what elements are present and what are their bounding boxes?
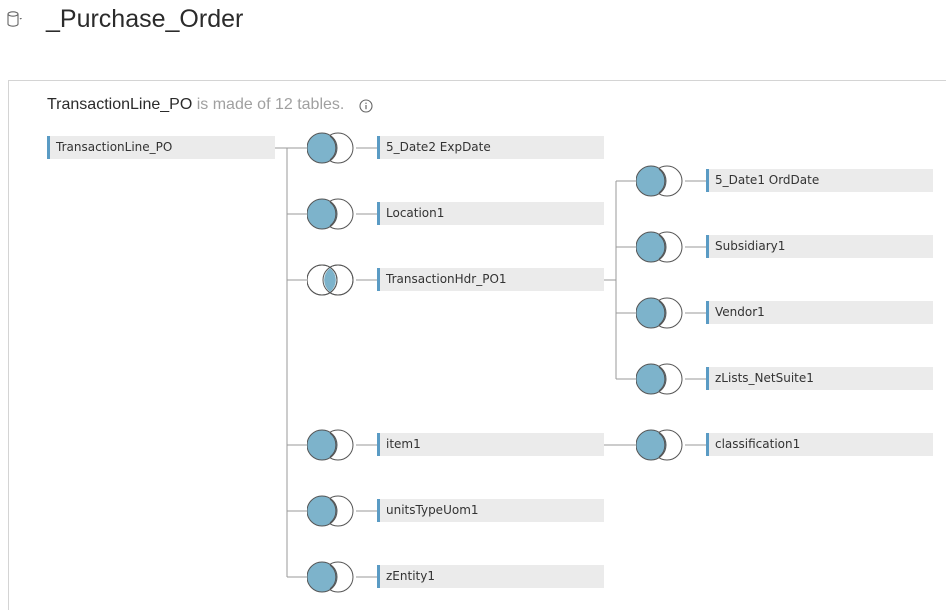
table-5-date1-orddate[interactable]: 5_Date1 OrdDate xyxy=(706,169,933,192)
summary-table-name: TransactionLine_PO xyxy=(47,96,193,113)
page-title: _Purchase_Order xyxy=(46,5,244,33)
left-join-icon[interactable] xyxy=(307,493,357,529)
left-join-icon[interactable] xyxy=(307,559,357,595)
left-join-icon[interactable] xyxy=(636,361,686,397)
left-join-icon[interactable] xyxy=(307,130,357,166)
left-join-icon[interactable] xyxy=(636,229,686,265)
table-zlists-netsuite1[interactable]: zLists_NetSuite1 xyxy=(706,367,933,390)
left-join-icon[interactable] xyxy=(636,163,686,199)
table-zentity1[interactable]: zEntity1 xyxy=(377,565,604,588)
table-item1[interactable]: item1 xyxy=(377,433,604,456)
summary-suffix: is made of 12 tables. xyxy=(192,96,345,113)
table-classification1[interactable]: classification1 xyxy=(706,433,933,456)
table-transactionline-po[interactable]: TransactionLine_PO xyxy=(47,136,275,159)
table-transactionhdr-po1[interactable]: TransactionHdr_PO1 xyxy=(377,268,604,291)
header-bar: _Purchase_Order xyxy=(0,0,946,40)
table-location1[interactable]: Location1 xyxy=(377,202,604,225)
relationship-canvas xyxy=(8,80,946,610)
left-join-icon[interactable] xyxy=(636,295,686,331)
table-5-date2-expdate[interactable]: 5_Date2 ExpDate xyxy=(377,136,604,159)
table-subsidiary1[interactable]: Subsidiary1 xyxy=(706,235,933,258)
left-join-icon[interactable] xyxy=(636,427,686,463)
info-icon[interactable] xyxy=(359,99,373,113)
table-unitstypeuom1[interactable]: unitsTypeUom1 xyxy=(377,499,604,522)
left-join-icon[interactable] xyxy=(307,196,357,232)
caret-down-icon xyxy=(19,18,22,20)
table-vendor1[interactable]: Vendor1 xyxy=(706,301,933,324)
inner-join-icon[interactable] xyxy=(307,262,357,298)
summary-text: TransactionLine_PO is made of 12 tables. xyxy=(47,96,344,114)
database-icon[interactable] xyxy=(6,10,22,30)
left-join-icon[interactable] xyxy=(307,427,357,463)
